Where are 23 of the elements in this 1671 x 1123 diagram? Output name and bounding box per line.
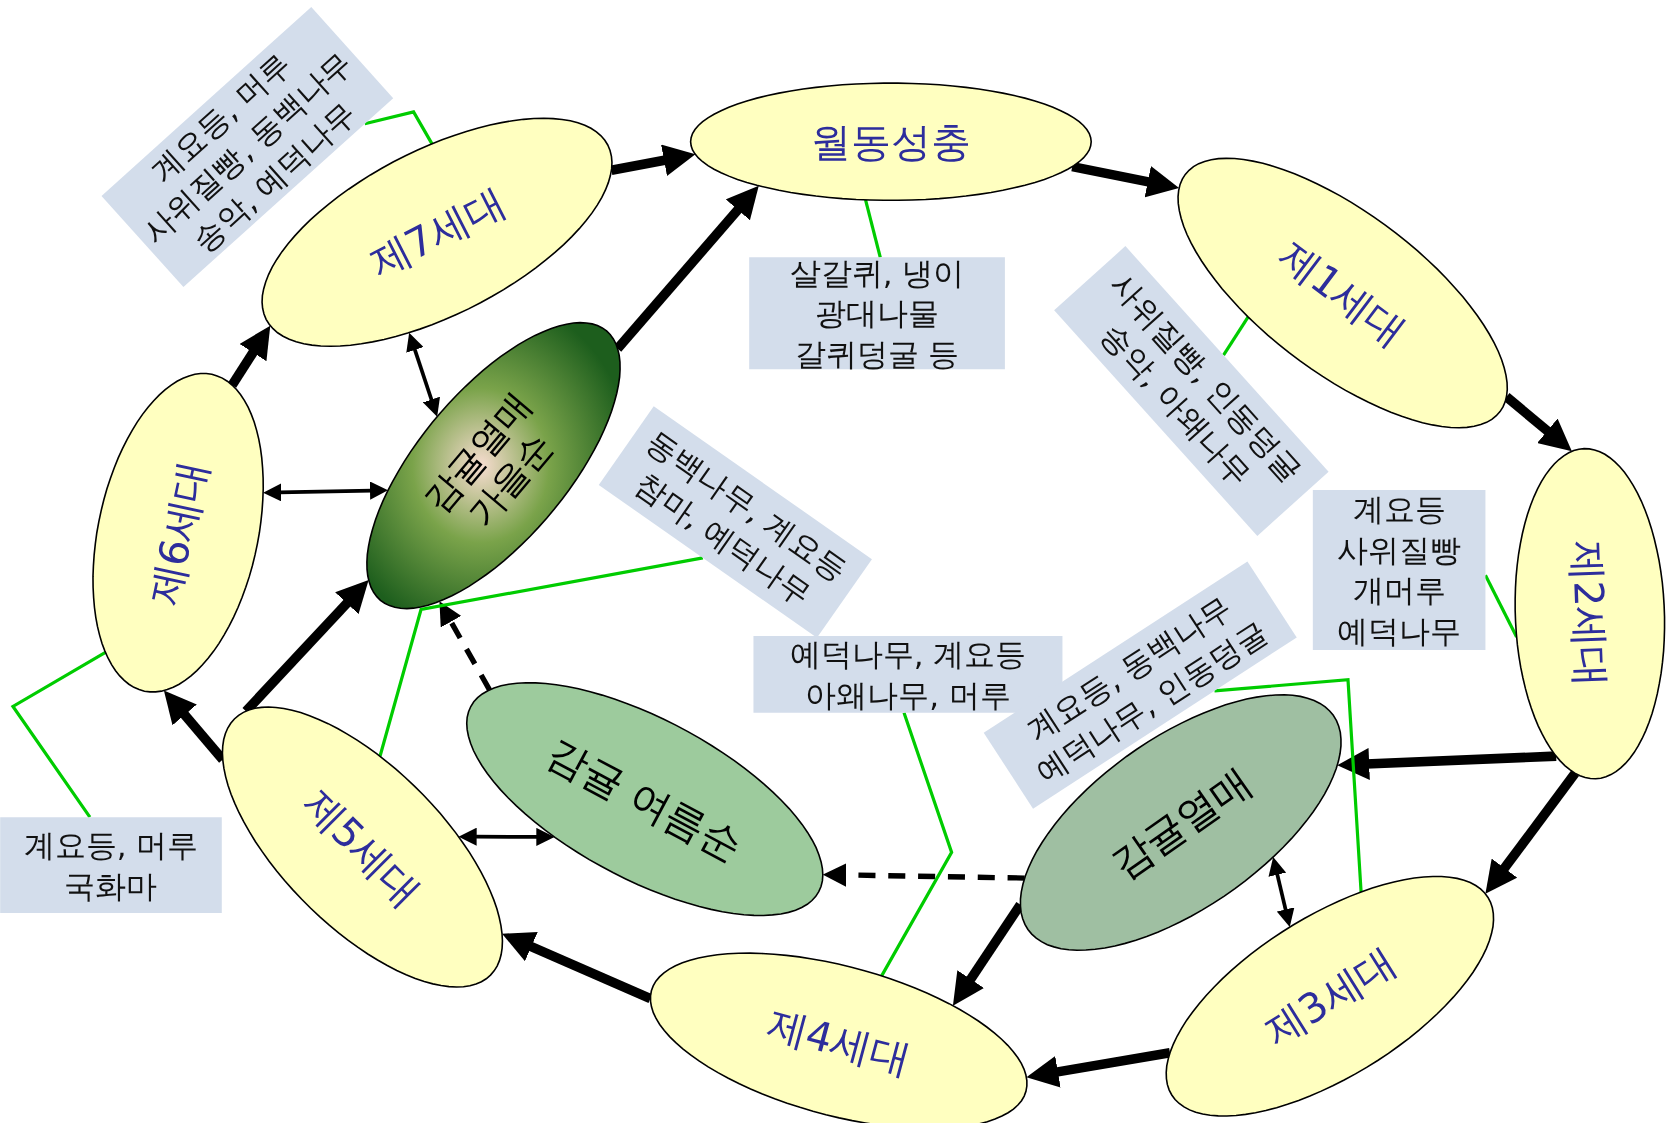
arrow — [439, 601, 492, 692]
leader-line — [378, 556, 704, 757]
leader-line — [1214, 678, 1363, 893]
leader-line — [10, 651, 107, 819]
host-plant-box: 계요등 사위질빵 개머루 예덕나무 — [1312, 490, 1486, 650]
arrow — [614, 185, 759, 352]
arrow — [1337, 747, 1557, 780]
arrow — [1268, 857, 1295, 928]
arrow — [406, 332, 441, 417]
host-plant-box: 살갈퀴, 냉이 광대나물 갈퀴덩굴 등 — [749, 254, 1005, 372]
arrow — [610, 144, 696, 176]
arrow — [228, 325, 271, 388]
leader-line — [880, 712, 954, 977]
leader-line — [364, 110, 434, 145]
leader-line — [864, 199, 882, 258]
arrow — [1071, 161, 1180, 198]
arrow — [822, 863, 1025, 887]
leader-line — [1222, 316, 1250, 356]
arrow — [263, 481, 389, 502]
arrow — [1026, 1048, 1171, 1088]
arrow — [458, 827, 555, 846]
host-plant-box: 계요등, 머루 국화마 — [0, 817, 222, 914]
arrow — [1485, 770, 1579, 894]
